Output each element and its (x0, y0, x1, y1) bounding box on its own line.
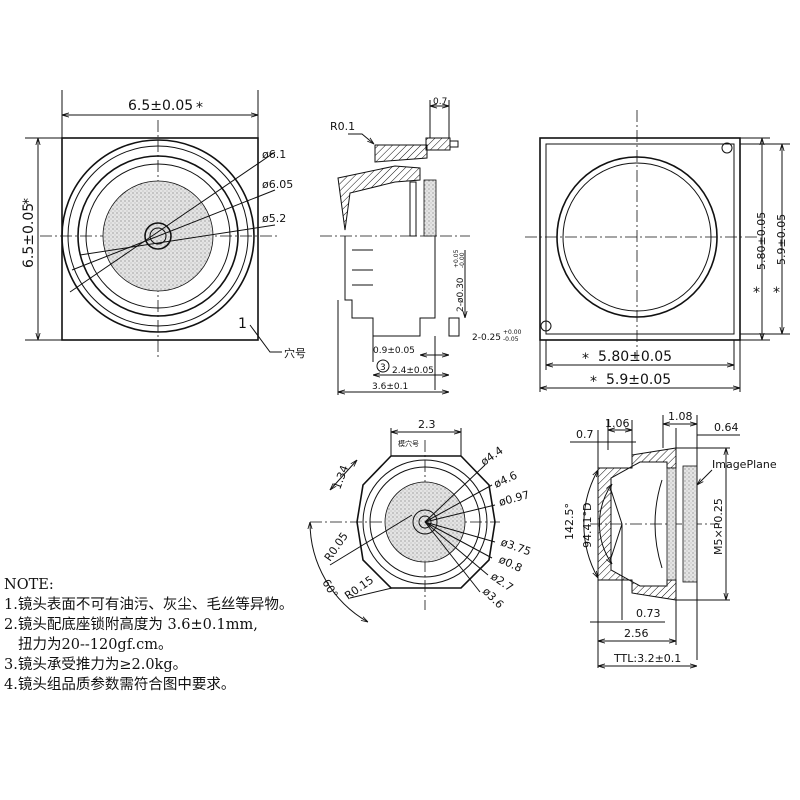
side-dim-2-4: 2.4±0.05 (392, 366, 434, 376)
note-line: 4.镜头组品质参数需符合图中要求。 (4, 677, 236, 693)
note-line: 扭力为20--120gf.cm。 (18, 637, 173, 653)
back-h-inner: 5.80±0.05 (598, 349, 672, 365)
dim-0-73: 0.73 (636, 607, 661, 620)
note-line: 3.镜头承受推力为≥2.0kg。 (4, 657, 188, 673)
fov-angle: 142.5° (563, 503, 576, 540)
back-v-inner: 5.80±0.05 (755, 212, 768, 270)
back-v-outer: 5.9±0.05 (775, 214, 788, 265)
pin-dia-tol-lower: -0.00 (459, 252, 466, 268)
dim-0-7: 0.7 (576, 428, 594, 441)
mold-hole-label: 模穴号 (398, 439, 419, 448)
dim-1-06: 1.06 (605, 417, 630, 430)
lens-section-view: 142.5° 94.41°D 1.06 0.7 1.08 0.64 ImageP… (563, 410, 777, 668)
image-plane-sensor (682, 465, 698, 583)
lens-top-view: 2.3 模穴号 1.34 R0.05 R0.15 60° ø4.4 ø4.6 ø… (310, 418, 533, 622)
note-line: 2.镜头配底座锁附高度为 3.6±0.1mm, (4, 617, 258, 633)
dia-5-2: ø5.2 (262, 212, 286, 225)
image-plane-label: ImagePlane (712, 458, 777, 471)
dim-0-64: 0.64 (714, 421, 739, 434)
front-width-dim: 6.5±0.05 (128, 98, 193, 114)
dia-0-8: ø0.8 (497, 553, 524, 575)
dia-6-1: ø6.1 (262, 148, 286, 161)
dim-2-56: 2.56 (624, 627, 649, 640)
critical-star: * (196, 100, 203, 116)
side-dim-3-6: 3.6±0.1 (372, 382, 408, 392)
ttl-dim: TTL:3.2±0.1 (613, 652, 681, 665)
dim-1-34: 1.34 (331, 464, 352, 491)
hole-label: 穴号 (284, 346, 306, 360)
back-view: 5.80±0.05 5.9±0.05 * * * 5.80±0.05 * 5.9… (525, 110, 790, 392)
critical-star: * (773, 285, 780, 301)
side-view: 0.7 R0.1 2-ø0.30 +0.05 -0.00 2-0.25 +0.0… (320, 97, 522, 395)
critical-star: * (753, 285, 760, 301)
radius-r0-05: R0.05 (322, 530, 351, 564)
notes-block: NOTE: 1.镜头表面不可有油污、灰尘、毛丝等异物。 2.镜头配底座锁附高度为… (4, 575, 293, 695)
dim-1-08: 1.08 (668, 410, 693, 423)
back-h-outer: 5.9±0.05 (606, 372, 671, 388)
dia-4-6: ø4.6 (492, 469, 519, 491)
critical-star: * (590, 374, 597, 390)
radius-r0-1: R0.1 (330, 120, 355, 133)
hole-number: 1 (238, 316, 247, 332)
critical-star: * (21, 198, 37, 205)
front-view: 6.5±0.05 * 6.5±0.05 * ø6.1 ø6.05 ø5.2 1 … (21, 90, 306, 360)
pin-dia: 2-ø0.30 (456, 277, 466, 312)
note-line: 1.镜头表面不可有油污、灰尘、毛丝等异物。 (4, 597, 294, 613)
critical-star: * (582, 351, 589, 367)
circle-number: 3 (380, 363, 386, 373)
dia-0-97: ø0.97 (497, 488, 531, 509)
front-height-dim: 6.5±0.05 (21, 203, 37, 268)
pin-len-tol-lower: -0.05 (503, 336, 519, 343)
pin-len-tol-upper: +0.00 (503, 329, 522, 336)
side-dim-0-9: 0.9±0.05 (373, 346, 415, 356)
dim-2-3: 2.3 (418, 418, 436, 431)
dia-6-05: ø6.05 (262, 178, 293, 191)
pin-dia-tol-upper: +0.05 (453, 249, 460, 268)
side-dim-0-7: 0.7 (433, 97, 447, 107)
fov-d: 94.41°D (581, 503, 594, 548)
dia-4-4: ø4.4 (478, 444, 505, 469)
radius-r0-15: R0.15 (342, 573, 376, 602)
thread-spec: M5×P0.25 (712, 498, 725, 555)
notes-title: NOTE: (4, 577, 54, 593)
pin-len: 2-0.25 (472, 333, 501, 343)
